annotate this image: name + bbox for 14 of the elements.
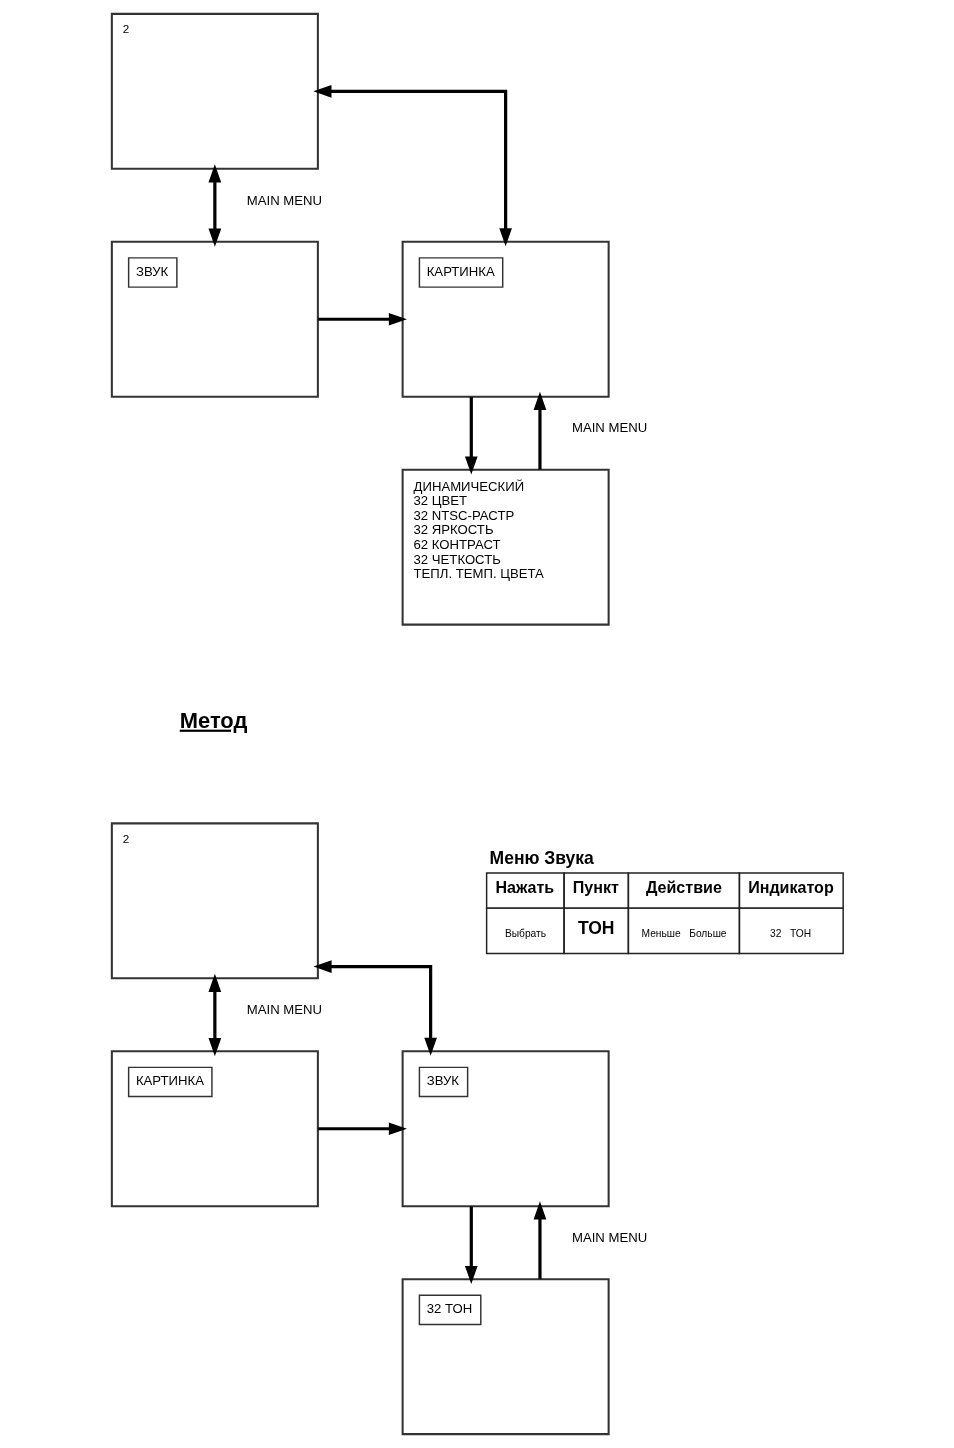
label: Индикатор xyxy=(747,878,834,897)
label: 32 ТОН xyxy=(769,927,811,939)
label: Выбрать xyxy=(504,927,546,939)
label: Меньше Больше xyxy=(641,927,727,939)
label: Метод xyxy=(179,707,247,733)
edge-label: MAIN MENU xyxy=(246,1002,322,1018)
edge-label: MAIN MENU xyxy=(571,1229,647,1245)
label: Нажать xyxy=(494,878,554,897)
label: Меню Звука xyxy=(489,847,594,868)
label: ТОН xyxy=(577,917,614,938)
edge-label: MAIN MENU xyxy=(246,192,322,208)
label: Пункт xyxy=(572,878,619,897)
edge-label: MAIN MENU xyxy=(571,420,647,436)
label: Действие xyxy=(645,878,722,897)
